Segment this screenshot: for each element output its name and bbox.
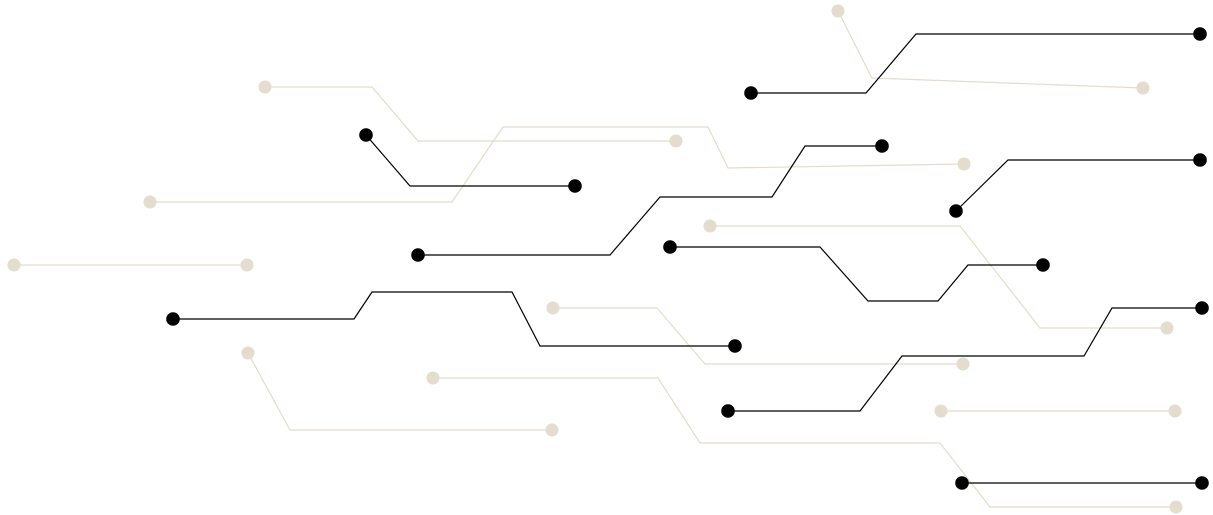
dark-trace-4 xyxy=(955,159,1200,212)
faint-node-6-end xyxy=(956,357,970,371)
dark-node-7-start xyxy=(721,404,735,418)
dark-node-3-start xyxy=(411,248,425,262)
dark-trace-1 xyxy=(751,33,1200,94)
dark-node-4-end xyxy=(1193,153,1207,167)
faint-trace-3 xyxy=(150,126,965,203)
faint-node-5-end xyxy=(1160,321,1174,335)
faint-node-8-start xyxy=(426,371,440,385)
faint-node-4-start xyxy=(7,258,21,272)
faint-node-2-start xyxy=(258,80,272,94)
faint-node-5-start xyxy=(703,219,717,233)
dark-node-8-end xyxy=(1195,476,1209,490)
dark-trace-3 xyxy=(418,145,882,256)
faint-node-2-end xyxy=(669,134,683,148)
dark-trace-5 xyxy=(670,246,1043,302)
dark-node-1-start xyxy=(744,86,758,100)
faint-node-8-end xyxy=(1169,500,1183,514)
dark-node-3-end xyxy=(875,139,889,153)
faint-node-9-start xyxy=(934,404,948,418)
faint-trace-5 xyxy=(710,225,1167,329)
dark-trace-2 xyxy=(365,134,575,187)
faint-trace-6 xyxy=(553,307,963,365)
faint-trace-7 xyxy=(247,352,552,431)
dark-node-8-start xyxy=(955,476,969,490)
faint-trace-8 xyxy=(433,377,1176,508)
faint-node-3-end xyxy=(957,157,971,171)
dark-node-7-end xyxy=(1195,301,1209,315)
dark-node-1-end xyxy=(1193,27,1207,41)
faint-trace-1 xyxy=(837,10,1144,89)
dark-node-6-end xyxy=(728,339,742,353)
dark-node-5-end xyxy=(1036,258,1050,272)
faint-node-6-start xyxy=(546,301,560,315)
dark-node-5-start xyxy=(663,240,677,254)
dark-trace-7 xyxy=(728,307,1202,412)
dark-node-4-start xyxy=(949,204,963,218)
faint-trace-layer xyxy=(7,4,1183,514)
dark-node-2-end xyxy=(568,179,582,193)
faint-node-9-end xyxy=(1168,404,1182,418)
faint-node-7-start xyxy=(241,346,255,360)
faint-node-3-start xyxy=(143,195,157,209)
dark-node-6-start xyxy=(166,312,180,326)
faint-node-7-end xyxy=(545,423,559,437)
faint-node-1-end xyxy=(1136,81,1150,95)
dark-trace-layer xyxy=(166,27,1209,490)
dark-node-2-start xyxy=(359,128,373,142)
faint-node-4-end xyxy=(240,258,254,272)
faint-node-1-start xyxy=(831,4,845,18)
dark-trace-6 xyxy=(173,291,735,347)
faint-trace-2 xyxy=(265,86,676,142)
